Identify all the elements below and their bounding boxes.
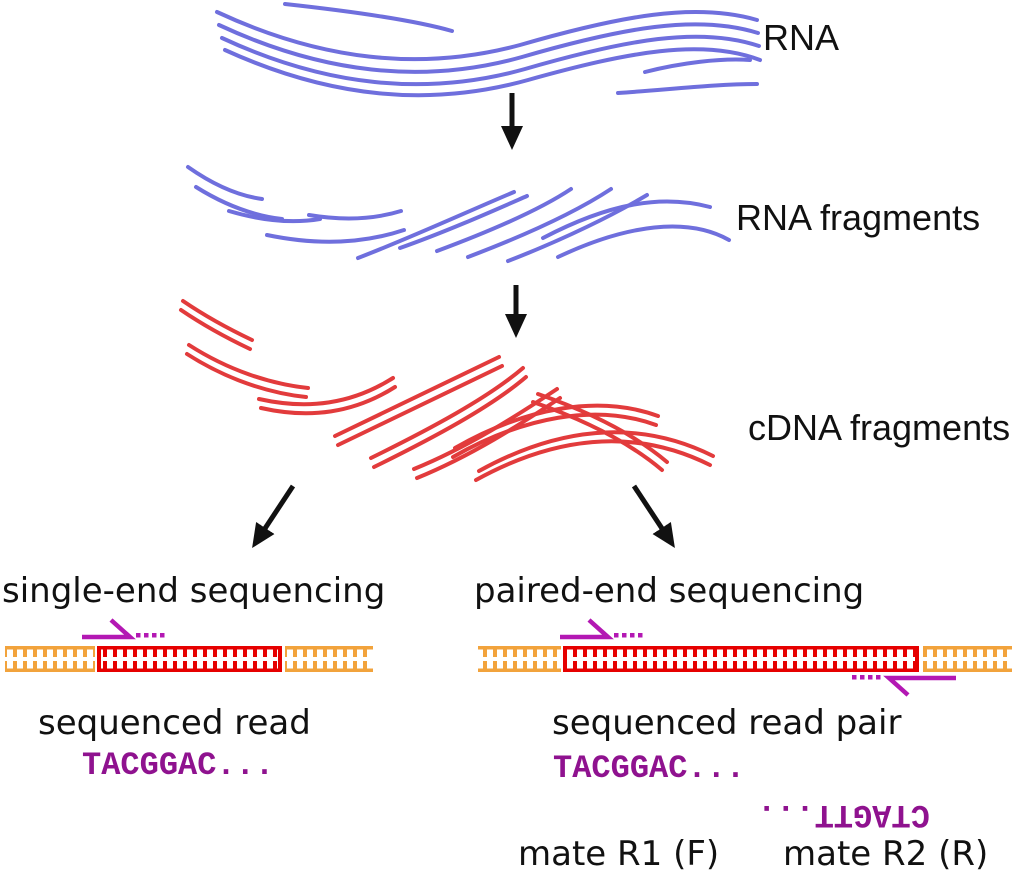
rna-fragment — [307, 209, 403, 221]
paired-end-read1-sequence: TACGGAC... — [553, 750, 746, 787]
ladder-insert-edge — [915, 646, 919, 672]
cdna-fragment — [372, 375, 528, 469]
rna-strand — [283, 2, 454, 33]
cdna-fragment — [477, 430, 715, 473]
sequenced-read-pair-caption: sequenced read pair — [552, 703, 902, 743]
paired-end-ladder — [478, 646, 1012, 672]
mate-r1-label: mate R1 (F) — [518, 834, 720, 874]
single-end-read-sequence: TACGGAC... — [82, 747, 275, 784]
ladder-insert — [563, 646, 919, 672]
rna-fragment — [506, 193, 649, 263]
rna-fragment — [435, 187, 573, 253]
rna-fragment — [356, 190, 516, 260]
single-end-ladder — [5, 646, 373, 672]
cdna-fragment — [257, 376, 395, 407]
rna-fragment — [265, 228, 406, 244]
cdna-fragment — [474, 439, 712, 482]
forward-primer-paired-end — [560, 618, 643, 640]
rna-strand — [220, 34, 761, 87]
single-end-title: single-end sequencing — [2, 571, 386, 611]
reverse-primer-paired-end — [852, 675, 956, 697]
ladder-insert — [97, 646, 282, 672]
cdna-fragment — [336, 364, 504, 447]
cdna-fragments-label: cDNA fragments — [748, 407, 1011, 448]
paired-end-title: paired-end sequencing — [474, 571, 865, 611]
ladder-insert-edge — [278, 646, 282, 672]
ladder-adapter-right — [923, 646, 1012, 672]
rna-fragment — [398, 194, 529, 250]
cdna-fragment — [179, 308, 252, 351]
rna-strands — [215, 2, 762, 98]
cdna-fragment — [536, 392, 669, 464]
cdna-fragment — [181, 299, 254, 342]
rna-strand — [217, 22, 760, 74]
cdna-fragment — [187, 343, 310, 390]
rna-fragment — [194, 185, 284, 221]
ladder-adapter-left — [5, 646, 95, 672]
ladder-insert-edge — [563, 646, 567, 672]
cdna-fragment — [185, 352, 308, 399]
cdna-fragment — [453, 403, 660, 450]
rna-fragment — [186, 165, 264, 201]
rna-strand — [215, 9, 759, 62]
rna-strand — [643, 57, 752, 74]
cdna-fragment — [259, 385, 397, 416]
cdna-fragment — [531, 400, 664, 472]
cdna-fragment-strands — [179, 299, 715, 482]
rna-label: RNA — [763, 17, 840, 58]
cdna-fragment — [333, 355, 501, 438]
rna-fragment — [556, 224, 731, 259]
arrow-to-paired-end — [631, 484, 675, 549]
forward-primer-single-end — [82, 618, 165, 640]
arrow-to-single-end — [252, 484, 296, 549]
ladder-insert-edge — [97, 646, 101, 672]
ladder-adapter-left — [478, 646, 561, 672]
ladder-adapter-right — [285, 646, 373, 672]
sequenced-read-caption: sequenced read — [38, 703, 311, 743]
mate-r2-label: mate R2 (R) — [783, 834, 989, 874]
rna-fragment — [541, 199, 712, 240]
cdna-fragment — [451, 412, 658, 459]
rna-strand — [223, 47, 762, 98]
cdna-fragment — [369, 366, 525, 460]
rna-fragments-label: RNA fragments — [736, 197, 981, 238]
rna-fragment-strands — [186, 165, 731, 263]
rna-fragment — [227, 209, 322, 224]
rna-fragment — [466, 187, 613, 259]
paired-end-read2-sequence: CTAGTT... — [757, 796, 930, 833]
rna-strand — [616, 82, 759, 95]
